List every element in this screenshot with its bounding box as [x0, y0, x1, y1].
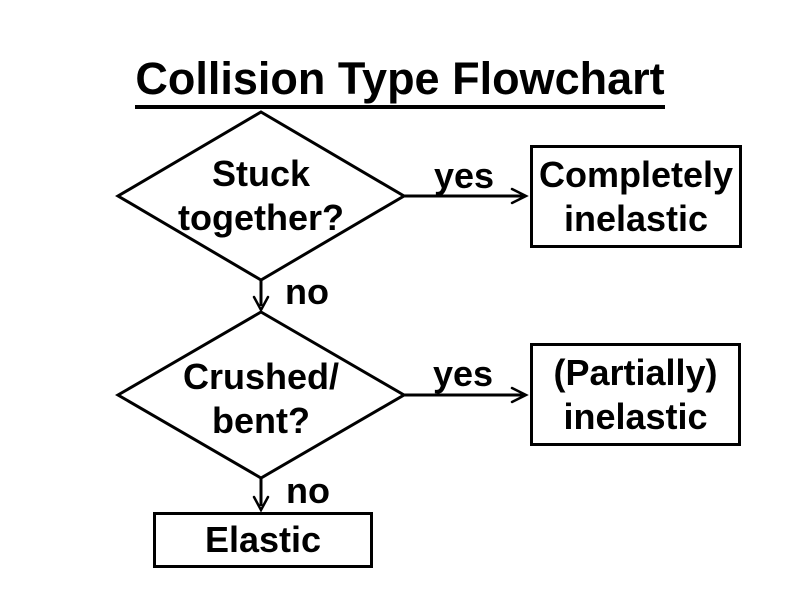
edge-label-no: no	[285, 271, 329, 312]
title-row: Collision Type Flowchart	[0, 56, 800, 109]
arrow-crushed-yes	[404, 386, 529, 404]
arrow-stuck-yes	[404, 187, 529, 205]
outcome-box-completely-inelastic: Completely inelastic	[530, 145, 742, 248]
decision-text-line: Stuck	[211, 153, 311, 194]
decision-text-stuck-together: Stuck together?	[178, 152, 344, 240]
outcome-text-line: (Partially)	[553, 351, 718, 393]
edge-label-yes: yes	[432, 353, 494, 394]
arrow-stuck-no	[252, 280, 270, 313]
outcome-text-line: Elastic	[204, 519, 322, 560]
decision-text-crushed-bent: Crushed/ bent?	[183, 355, 339, 443]
decision-text-line: together?	[178, 197, 344, 238]
decision-text-line: bent?	[212, 400, 310, 441]
outcome-box-partially-inelastic: (Partially) inelastic	[530, 343, 741, 446]
arrow-crushed-no	[252, 478, 270, 513]
outcome-text-line: inelastic	[563, 197, 709, 239]
arrowhead-right-icon	[510, 187, 529, 205]
arrowhead-down-icon	[252, 495, 270, 513]
arrowhead-down-icon	[252, 295, 270, 313]
outcome-text-line: inelastic	[563, 395, 708, 437]
decision-text-line: Crushed/	[182, 356, 340, 397]
page-title: Collision Type Flowchart	[135, 56, 665, 109]
arrowhead-right-icon	[510, 386, 529, 404]
outcome-text-line: Completely	[538, 153, 734, 195]
edge-label-yes: yes	[433, 155, 495, 196]
outcome-box-elastic: Elastic	[153, 512, 373, 568]
edge-label-no: no	[286, 470, 330, 511]
